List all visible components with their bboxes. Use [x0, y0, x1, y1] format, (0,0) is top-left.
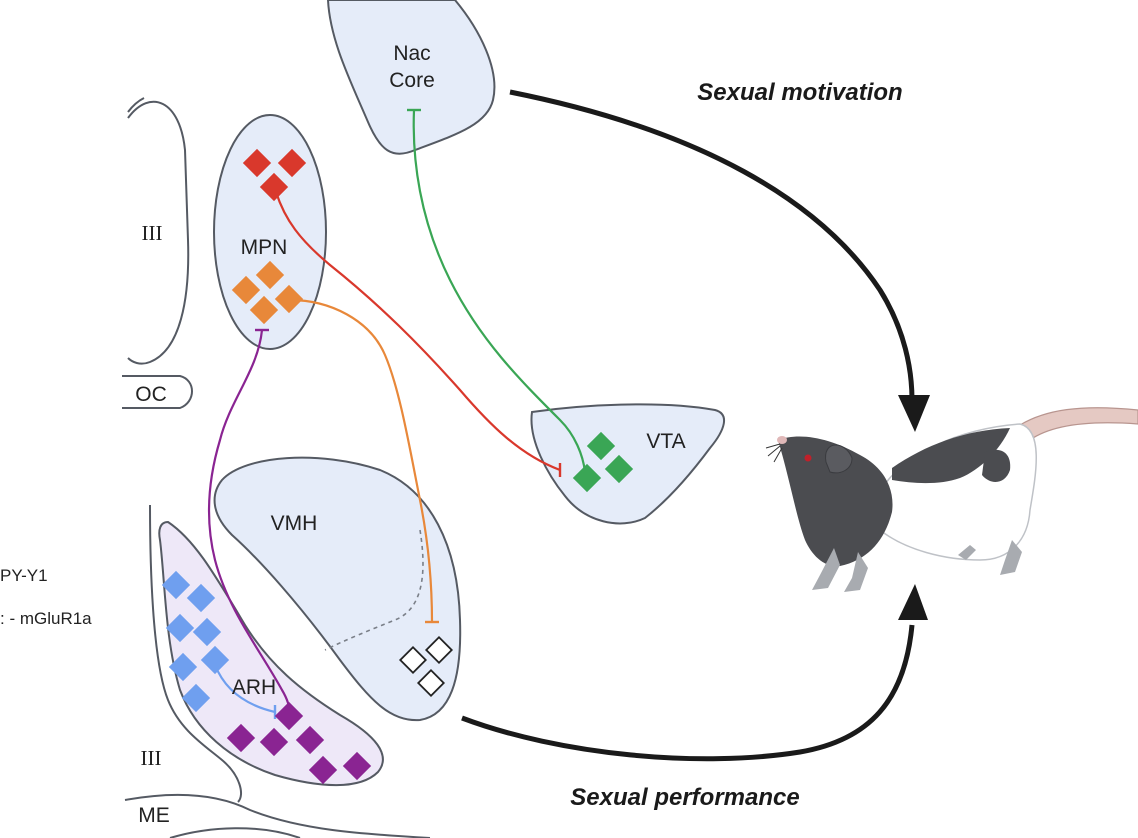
green-neuron — [586, 431, 616, 461]
vmh-neuron — [424, 635, 454, 665]
green-neurons — [572, 431, 634, 493]
sexual-performance-caption: Sexual performance — [570, 784, 799, 811]
purple-neuron — [295, 725, 325, 755]
purple-neuron — [259, 727, 289, 757]
median-eminence-base — [169, 827, 301, 838]
whisker — [765, 443, 781, 449]
legend-item-1: PY-Y1 — [0, 566, 48, 585]
blue-neuron — [165, 613, 195, 643]
purple-neuron — [226, 723, 256, 753]
sexual-motivation-caption: Sexual motivation — [697, 79, 902, 106]
mpn-label: MPN — [241, 236, 288, 259]
green-projection — [412, 109, 587, 473]
rat-tail — [1019, 407, 1138, 441]
rat-hind-leg — [958, 545, 976, 560]
purple-neuron — [342, 751, 372, 781]
third-ventricle-contour — [127, 100, 190, 365]
oc-label: OC — [135, 383, 167, 406]
purple-projection — [207, 329, 292, 716]
legend-item-2: : - mGluR1a — [0, 609, 92, 628]
median-eminence-contour — [124, 793, 431, 838]
rat-front-leg — [844, 552, 868, 592]
motivation-arrowhead — [898, 395, 930, 432]
whisker — [767, 445, 781, 457]
rat-illustration — [765, 407, 1138, 592]
third-ventricle-top-label: III — [142, 221, 163, 245]
red-projection — [274, 191, 561, 472]
green-neuron — [572, 463, 602, 493]
vmh-neuron — [416, 668, 446, 698]
rat-head — [778, 436, 893, 567]
rat-back-fur — [892, 428, 1010, 484]
blue-neurons — [161, 570, 230, 713]
vmh-region — [213, 456, 462, 722]
vmh-neuron — [398, 645, 428, 675]
vta-label: VTA — [646, 430, 685, 453]
arh-region — [158, 520, 384, 787]
blue-neuron — [168, 652, 198, 682]
orange-projection — [289, 298, 434, 623]
rat-hind-leg — [1000, 540, 1022, 575]
rat-eye — [804, 454, 812, 462]
arh-label: ARH — [232, 676, 276, 699]
optic-chiasm-shape — [122, 375, 193, 409]
whisker — [773, 447, 783, 463]
performance-arrowhead — [898, 584, 928, 620]
green-neuron — [604, 454, 634, 484]
performance-arrow — [461, 624, 915, 762]
purple-neurons — [226, 701, 372, 785]
blue-neuron — [181, 683, 211, 713]
lower-ventricle-contour — [149, 504, 242, 803]
purple-neuron — [308, 755, 338, 785]
me-label: ME — [138, 804, 170, 827]
blue-projection — [213, 664, 276, 714]
purple-neuron — [274, 701, 304, 731]
vmh-label: VMH — [271, 512, 318, 535]
vmh-neurons — [398, 635, 454, 698]
third-ventricle-inner — [127, 97, 145, 113]
rat-whiskers — [765, 443, 783, 463]
blue-neuron — [192, 617, 222, 647]
rat-snout — [777, 436, 787, 444]
nac-core-label-line1: Nac — [393, 42, 430, 65]
blue-neuron — [186, 583, 216, 613]
blue-neuron — [200, 645, 230, 675]
nac-core-label-line2: Core — [389, 69, 435, 92]
rat-legs — [812, 540, 1022, 592]
third-ventricle-bottom-label: III — [141, 746, 162, 770]
rat-front-leg — [812, 548, 840, 590]
blue-neuron — [161, 570, 191, 600]
vmh-subdivision-line — [324, 529, 424, 651]
rat-hip-fur — [982, 449, 1011, 482]
rat-ear — [825, 444, 853, 474]
motivation-arrow — [509, 89, 915, 401]
